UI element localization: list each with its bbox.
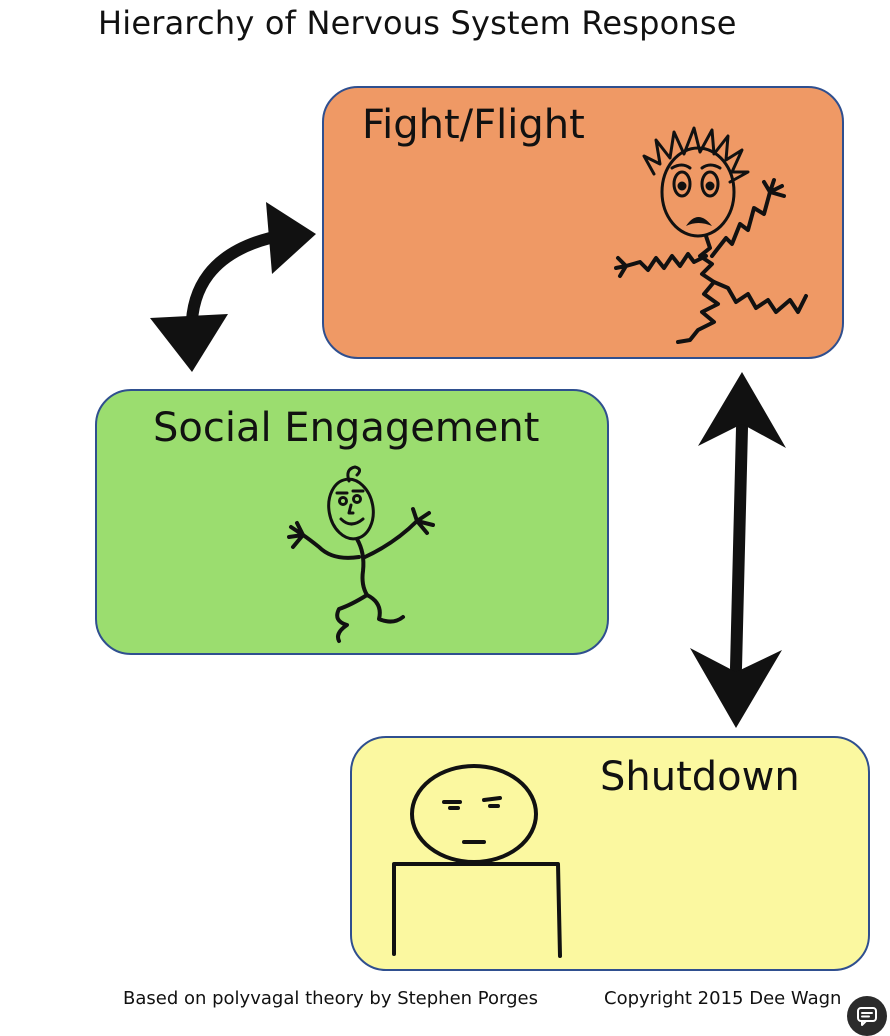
social-engagement-label: Social Engagement <box>153 405 540 451</box>
source-credit: Based on polyvagal theory by Stephen Por… <box>123 988 538 1009</box>
chat-button[interactable] <box>847 996 887 1036</box>
social-engagement-box: Social Engagement <box>95 389 609 655</box>
chat-icon <box>857 1007 877 1026</box>
withdrawn-figure-icon <box>392 764 562 958</box>
relaxed-figure-icon <box>287 465 435 643</box>
fight-flight-label: Fight/Flight <box>362 102 585 148</box>
shutdown-label: Shutdown <box>600 754 800 800</box>
fight-flight-box: Fight/Flight <box>322 86 844 359</box>
shutdown-box: Shutdown <box>350 736 870 971</box>
vertical-double-arrow-icon <box>690 372 786 728</box>
curved-double-arrow-icon <box>150 202 316 372</box>
page-title: Hierarchy of Nervous System Response <box>98 4 737 42</box>
agitated-figure-icon <box>614 126 808 344</box>
copyright-notice: Copyright 2015 Dee Wagn <box>604 988 842 1009</box>
